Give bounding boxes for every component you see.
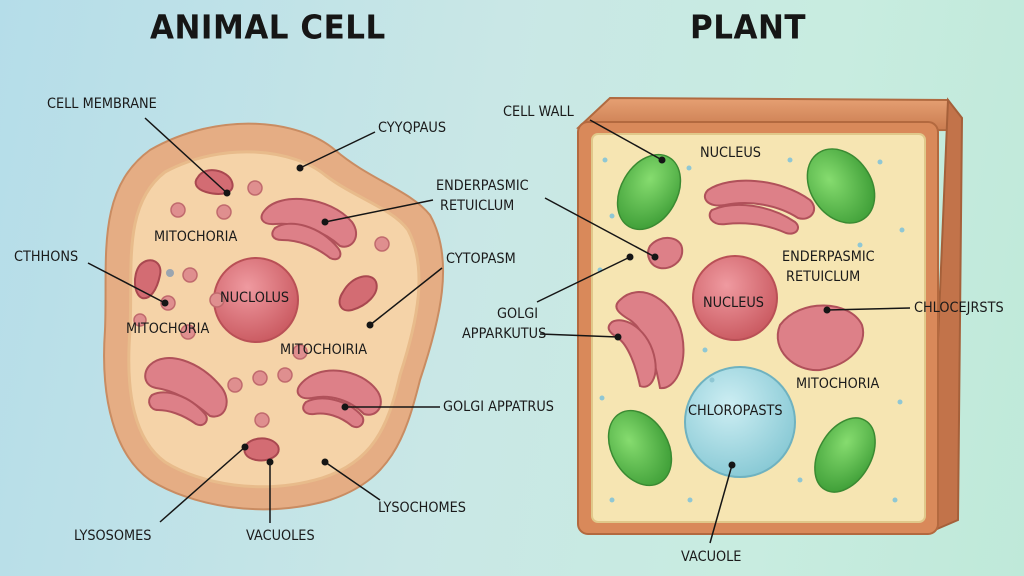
- label-mitochoria-left: MITOCHORIA: [126, 321, 210, 337]
- label-cell-wall: CELL WALL: [503, 104, 574, 120]
- label-nucleolus: NUCLOLUS: [220, 290, 290, 306]
- label-golgi-line1: GOLGI: [497, 306, 539, 322]
- plant-cell: [576, 96, 964, 535]
- animal-golgi-apparatus-2: [144, 357, 228, 426]
- label-lysochomes: LYSOCHOMES: [378, 500, 466, 516]
- label-chloropasts: CHLOROPASTS: [688, 403, 783, 419]
- label-chlocerists: CHLOCEJRSTS: [914, 300, 1004, 316]
- label-golgi-line2: APPARKUTUS: [462, 326, 547, 342]
- label-er-line1: ENDERPASMIC: [436, 178, 529, 194]
- label-golgi-apparatus: GOLGI APPATRUS: [443, 399, 554, 415]
- label-plant-mitochoria: MITOCHORIA: [796, 376, 880, 392]
- label-plant-er-line1: ENDERPASMIC: [782, 249, 875, 265]
- label-cytoplasm-top: CYYQPAUS: [378, 120, 447, 136]
- label-nucleus-top: NUCLEUS: [700, 145, 761, 161]
- leader-lines: [87, 117, 911, 544]
- plant-granules: [597, 157, 905, 503]
- plant-vacuole: [684, 366, 796, 478]
- animal-cell-title: ANIMAL CELL: [150, 9, 386, 47]
- label-cell-membrane: CELL MEMBRANE: [47, 96, 157, 112]
- label-er-line2: RETUICLUM: [440, 198, 515, 214]
- label-mitochoria-upper: MITOCHORIA: [154, 229, 238, 245]
- plant-endoplasmic-reticulum: [703, 179, 816, 235]
- leader-dots: [161, 156, 831, 469]
- animal-cell: [103, 122, 445, 511]
- label-vacuole: VACUOLE: [681, 549, 742, 565]
- animal-vesicles: [133, 180, 390, 428]
- label-mitochoiria: MITOCHOIRIA: [280, 342, 368, 358]
- plant-nucleus: [692, 255, 778, 341]
- animal-mitochondria: [134, 169, 378, 462]
- label-cytoplasm-right: CYTOPASM: [446, 251, 516, 267]
- plant-chloroplasts: [607, 148, 876, 493]
- plant-cell-title: PLANT: [690, 9, 807, 47]
- label-cythons: CTHHONS: [14, 249, 79, 265]
- label-lysosomes: LYSOSOMES: [74, 528, 152, 544]
- plant-mitochondria: [647, 237, 865, 372]
- animal-golgi-apparatus-1: [260, 198, 358, 261]
- label-plant-er-line2: RETUICLUM: [786, 269, 861, 285]
- label-nucleus: NUCLEUS: [703, 295, 764, 311]
- animal-small-granule: [166, 269, 174, 277]
- animal-golgi-apparatus-3: [296, 369, 382, 428]
- label-vacuoles: VACUOLES: [246, 528, 315, 544]
